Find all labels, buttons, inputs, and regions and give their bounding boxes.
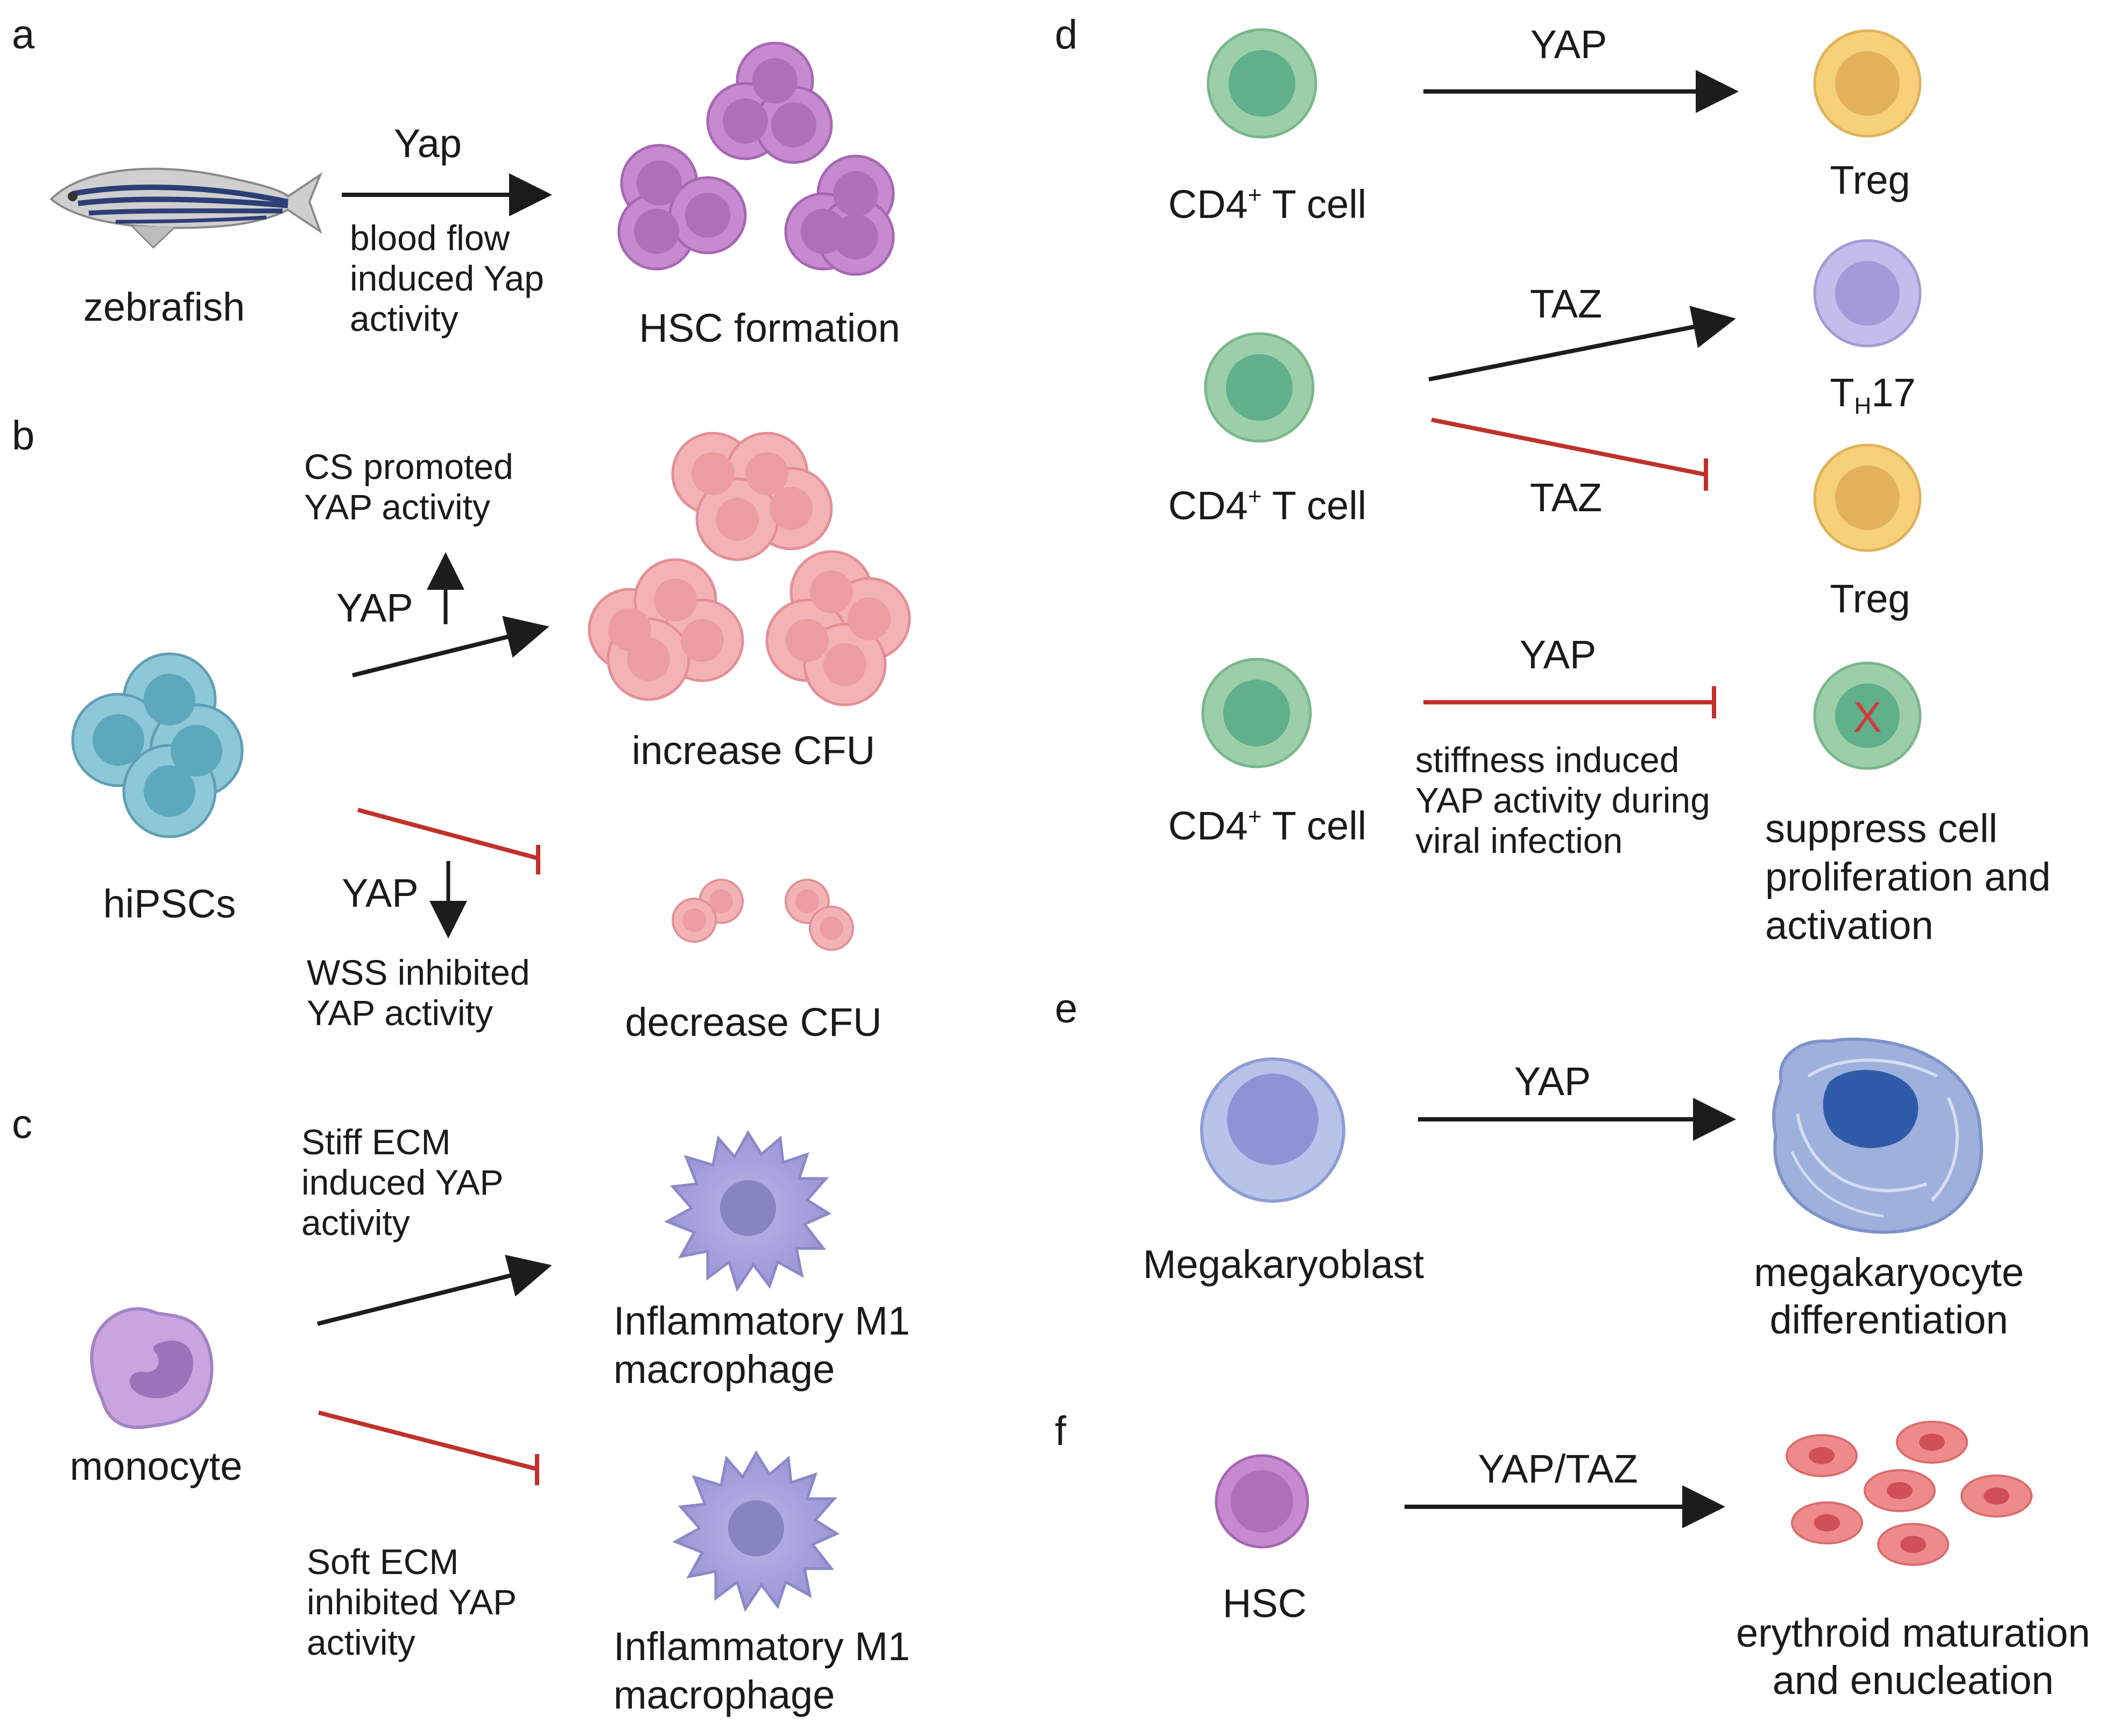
panel-letter-a: a bbox=[12, 12, 35, 58]
note-b-up-line2: YAP activity bbox=[304, 487, 490, 527]
megakaryocyte-icon bbox=[1772, 1038, 1983, 1234]
note-c-down-line3: activity bbox=[307, 1622, 415, 1662]
hipsc-cluster-icon bbox=[71, 652, 244, 838]
suppressed-cell-icon: X bbox=[1813, 661, 1922, 770]
zebrafish-icon bbox=[50, 167, 323, 249]
inhibit-c-down bbox=[318, 1410, 538, 1471]
panel-b: b hiPSCs CS promoted YAP activity YAP bbox=[12, 413, 911, 1045]
treg-cell-icon-1 bbox=[1813, 29, 1922, 138]
macrophage-icon-1 bbox=[664, 1130, 832, 1292]
result-d-row3-line1: suppress cell bbox=[1765, 806, 1998, 851]
inhibit-d-row2 bbox=[1431, 418, 1706, 477]
result-e-line1: megakaryocyte bbox=[1754, 1250, 2024, 1295]
result-treg-2: Treg bbox=[1830, 576, 1910, 621]
panel-d: d CD4+ T cell YAP Treg CD4+ T cell TAZ T… bbox=[1055, 12, 2051, 948]
result-d-row3-line2: proliferation and bbox=[1765, 855, 2051, 899]
result-d-row3-line3: activation bbox=[1765, 903, 1934, 948]
th17-cell-icon bbox=[1813, 239, 1922, 348]
treg-cell-icon-2 bbox=[1813, 443, 1922, 552]
red-blood-cells-icon bbox=[1786, 1421, 2033, 1566]
panel-c: c monocyte Stiff ECM induced YAP activit… bbox=[12, 1102, 910, 1717]
macrophage-icon-2 bbox=[672, 1450, 840, 1612]
result-f-line2: and enucleation bbox=[1773, 1658, 2054, 1703]
source-label-megakaryoblast: Megakaryoblast bbox=[1143, 1242, 1424, 1287]
source-label-hipscs: hiPSCs bbox=[103, 881, 236, 926]
decrease-cfu-cluster-icon bbox=[672, 879, 854, 951]
cd4-cell-icon-1 bbox=[1207, 28, 1317, 139]
panel-letter-e: e bbox=[1055, 986, 1077, 1032]
result-f-line1: erythroid maturation bbox=[1736, 1611, 2090, 1655]
result-th17: TH17 bbox=[1830, 370, 1915, 419]
x-mark-icon: X bbox=[1853, 693, 1881, 741]
cd4-cell-icon-3 bbox=[1201, 658, 1312, 768]
arrow-d-row2-up bbox=[1428, 306, 1736, 382]
hsc-cell-icon bbox=[1215, 1454, 1309, 1549]
source-label-cd4-2: CD4+ T cell bbox=[1168, 483, 1366, 528]
increase-cfu-cluster-icon bbox=[588, 432, 911, 707]
result-treg-1: Treg bbox=[1830, 158, 1910, 202]
note-c-down-line1: Soft ECM bbox=[307, 1542, 459, 1582]
label-b-up-yap: YAP bbox=[336, 585, 413, 630]
source-label-cd4-1: CD4+ T cell bbox=[1168, 182, 1366, 227]
note-c-up-line2: induced YAP bbox=[301, 1162, 504, 1202]
panel-letter-f: f bbox=[1055, 1408, 1067, 1454]
arrow-label-yap-a: Yap bbox=[394, 121, 462, 166]
panel-e: e Megakaryoblast YAP megakaryocyte diffe… bbox=[1055, 986, 2024, 1342]
note-a-line3: activity bbox=[350, 299, 459, 338]
label-d-row3-yap: YAP bbox=[1520, 632, 1597, 677]
label-d-row2-taz-down: TAZ bbox=[1530, 475, 1602, 520]
panel-letter-d: d bbox=[1055, 12, 1077, 58]
panel-letter-b: b bbox=[12, 413, 34, 458]
arrow-c-up bbox=[317, 1254, 552, 1326]
result-e-line2: differentiation bbox=[1770, 1297, 2008, 1342]
megakaryoblast-icon bbox=[1200, 1057, 1345, 1203]
result-c-up-line1: Inflammatory M1 bbox=[613, 1299, 910, 1343]
label-f-yap-taz: YAP/TAZ bbox=[1478, 1446, 1638, 1491]
note-d-row3-line3: viral infection bbox=[1415, 821, 1623, 860]
label-e-yap: YAP bbox=[1514, 1059, 1591, 1104]
result-c-down-line2: macrophage bbox=[613, 1673, 835, 1717]
monocyte-icon bbox=[90, 1307, 214, 1429]
result-c-up-line2: macrophage bbox=[613, 1347, 835, 1392]
hsc-cluster-icon bbox=[617, 41, 895, 276]
label-d-row1-yap: YAP bbox=[1530, 22, 1607, 67]
note-b-down-line1: WSS inhibited bbox=[307, 952, 530, 992]
note-a-line2: induced Yap bbox=[350, 258, 544, 298]
source-label-cd4-3: CD4+ T cell bbox=[1168, 803, 1366, 848]
note-a-line1: blood flow bbox=[350, 218, 510, 258]
note-b-up-line1: CS promoted bbox=[304, 447, 513, 486]
panel-a: a zebrafish Yap blood flow induced Yap a… bbox=[12, 12, 900, 350]
result-decrease-cfu: decrease CFU bbox=[625, 1000, 881, 1045]
result-hsc-formation: HSC formation bbox=[639, 306, 900, 350]
source-label-monocyte: monocyte bbox=[70, 1444, 243, 1488]
note-c-up-line1: Stiff ECM bbox=[301, 1122, 451, 1162]
note-c-down-line2: inhibited YAP bbox=[307, 1582, 517, 1622]
note-d-row3-line2: YAP activity during bbox=[1415, 780, 1710, 820]
panel-letter-c: c bbox=[12, 1102, 32, 1147]
note-c-up-line3: activity bbox=[301, 1203, 410, 1243]
note-b-down-line2: YAP activity bbox=[307, 993, 493, 1033]
source-label-zebrafish: zebrafish bbox=[83, 285, 245, 329]
note-d-row3-line1: stiffness induced bbox=[1415, 740, 1679, 780]
cd4-cell-icon-2 bbox=[1204, 332, 1315, 443]
inhibit-b-down bbox=[357, 808, 539, 860]
label-b-down-yap: YAP bbox=[342, 871, 419, 915]
panel-f: f HSC YAP/TAZ bbox=[1055, 1408, 2090, 1703]
source-label-hsc: HSC bbox=[1223, 1581, 1307, 1626]
result-increase-cfu: increase CFU bbox=[632, 728, 875, 773]
label-d-row2-taz-up: TAZ bbox=[1530, 281, 1602, 326]
result-c-down-line1: Inflammatory M1 bbox=[613, 1624, 910, 1669]
arrow-b-up bbox=[352, 616, 549, 678]
